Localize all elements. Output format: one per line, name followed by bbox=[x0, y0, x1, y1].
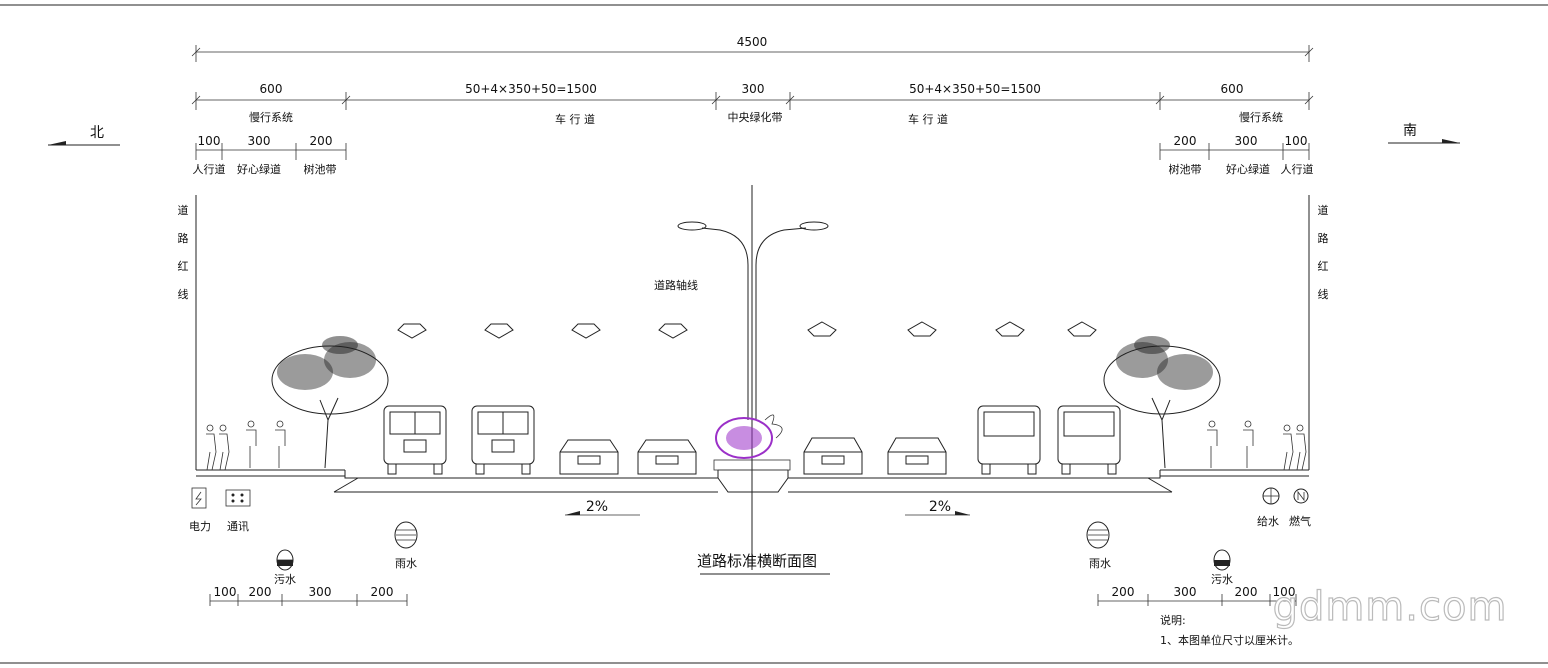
road-axis-label: 道路轴线 bbox=[654, 278, 698, 292]
left-red-line-label: 道 路 红 线 bbox=[178, 203, 189, 301]
total-dimension: 4500 bbox=[191, 35, 1314, 62]
lane-arrows-down bbox=[397, 323, 688, 339]
right-sub-dim-3: 100 bbox=[1285, 134, 1308, 148]
svg-text:线: 线 bbox=[178, 287, 189, 301]
car-4 bbox=[887, 437, 947, 475]
left-carriage-label: 车 行 道 bbox=[555, 112, 595, 126]
svg-text:100: 100 bbox=[1273, 585, 1296, 599]
right-sub-name-1: 树池带 bbox=[1169, 162, 1202, 176]
median-label: 中央绿化带 bbox=[728, 110, 783, 124]
bottom-left-dimensions: 100 200 300 200 bbox=[209, 585, 408, 606]
svg-text:路: 路 bbox=[178, 232, 189, 245]
car-3 bbox=[803, 437, 863, 475]
svg-text:200: 200 bbox=[249, 585, 272, 599]
svg-text:电力: 电力 bbox=[189, 520, 211, 533]
gas-utility: 燃气 bbox=[1289, 488, 1311, 528]
svg-text:红: 红 bbox=[1318, 260, 1329, 273]
svg-text:300: 300 bbox=[1174, 585, 1197, 599]
svg-text:燃气: 燃气 bbox=[1289, 514, 1311, 528]
bus-2 bbox=[471, 405, 535, 475]
bus-1 bbox=[383, 405, 447, 475]
svg-text:100: 100 bbox=[214, 585, 237, 599]
right-sub-dim-1: 200 bbox=[1174, 134, 1197, 148]
right-sub-name-2: 好心绿道 bbox=[1226, 162, 1270, 176]
left-tree bbox=[271, 336, 389, 469]
left-rain-pipe: 雨水 bbox=[394, 521, 418, 570]
left-sub-name-2: 好心绿道 bbox=[237, 162, 281, 176]
left-slope: 2% bbox=[565, 499, 640, 516]
water-utility: 给水 bbox=[1257, 487, 1280, 528]
right-sub-name-3: 人行道 bbox=[1281, 162, 1314, 176]
right-carriage-label: 车 行 道 bbox=[908, 112, 948, 126]
bottom-right-dimensions: 200 300 200 100 bbox=[1097, 585, 1297, 606]
median-shrub bbox=[713, 414, 791, 471]
svg-text:通讯: 通讯 bbox=[227, 520, 249, 533]
south-arrow: 南 bbox=[1388, 123, 1460, 144]
lane-arrows-up bbox=[807, 321, 1097, 337]
left-sub-name-1: 人行道 bbox=[193, 162, 226, 176]
drawing-title: 道路标准横断面图 bbox=[697, 552, 817, 570]
right-slope: 2% bbox=[905, 499, 970, 516]
notes-item-1: 1、本图单位尺寸以厘米计。 bbox=[1160, 633, 1299, 647]
svg-text:200: 200 bbox=[1235, 585, 1258, 599]
svg-text:道: 道 bbox=[1318, 203, 1329, 217]
svg-text:雨水: 雨水 bbox=[395, 557, 417, 570]
right-sewage-pipe: 污水 bbox=[1211, 549, 1233, 586]
svg-text:路: 路 bbox=[1318, 232, 1329, 245]
north-arrow: 北 bbox=[48, 125, 120, 146]
left-slow-system-label: 慢行系统 bbox=[249, 111, 293, 124]
south-label: 南 bbox=[1403, 123, 1417, 139]
right-side-width: 600 bbox=[1221, 82, 1244, 96]
power-utility: 电力 bbox=[189, 487, 211, 533]
left-sub-dim-3: 200 bbox=[310, 134, 333, 148]
bus-3 bbox=[977, 405, 1041, 475]
right-red-line-label: 道 路 红 线 bbox=[1318, 203, 1329, 301]
left-sub-dim-1: 100 bbox=[198, 134, 221, 148]
left-side-width: 600 bbox=[260, 82, 283, 96]
left-sub-dimensions: 100 300 200 人行道 好心绿道 树池带 bbox=[193, 134, 347, 176]
svg-text:给水: 给水 bbox=[1257, 515, 1279, 528]
left-sewage-pipe: 污水 bbox=[274, 549, 296, 586]
left-sub-name-3: 树池带 bbox=[304, 162, 337, 176]
svg-text:污水: 污水 bbox=[274, 573, 296, 586]
right-slow-system-label: 慢行系统 bbox=[1239, 111, 1283, 124]
right-pedestrians bbox=[1283, 424, 1307, 471]
right-sub-dimensions: 200 300 100 树池带 好心绿道 人行道 bbox=[1159, 134, 1314, 176]
median-width: 300 bbox=[742, 82, 765, 96]
notes-heading: 说明: bbox=[1160, 613, 1186, 627]
svg-text:雨水: 雨水 bbox=[1089, 557, 1111, 570]
svg-text:200: 200 bbox=[371, 585, 394, 599]
left-carriage-width: 50+4×350+50=1500 bbox=[465, 82, 597, 96]
right-rain-pipe: 雨水 bbox=[1086, 521, 1111, 570]
svg-text:200: 200 bbox=[1112, 585, 1135, 599]
right-sub-dim-2: 300 bbox=[1235, 134, 1258, 148]
segment-dimensions: 600 50+4×350+50=1500 300 50+4×350+50=150… bbox=[191, 82, 1314, 126]
svg-text:红: 红 bbox=[178, 260, 189, 273]
svg-text:道: 道 bbox=[178, 203, 189, 217]
car-2 bbox=[637, 439, 697, 475]
bus-4 bbox=[1057, 405, 1121, 475]
right-tree bbox=[1103, 336, 1221, 469]
north-label: 北 bbox=[90, 125, 104, 141]
svg-text:2%: 2% bbox=[586, 499, 608, 515]
right-cyclists bbox=[1207, 420, 1254, 468]
telecom-utility: 通讯 bbox=[225, 489, 251, 533]
total-width-label: 4500 bbox=[737, 35, 768, 49]
left-sub-dim-2: 300 bbox=[248, 134, 271, 148]
svg-text:2%: 2% bbox=[929, 499, 951, 515]
street-lamp bbox=[677, 221, 829, 420]
left-pedestrians bbox=[206, 424, 230, 471]
car-1 bbox=[559, 439, 619, 475]
svg-text:污水: 污水 bbox=[1211, 573, 1233, 586]
watermark: gdmm.com bbox=[1273, 584, 1508, 630]
svg-text:300: 300 bbox=[309, 585, 332, 599]
right-carriage-width: 50+4×350+50=1500 bbox=[909, 82, 1041, 96]
left-cyclists bbox=[246, 420, 286, 468]
svg-text:线: 线 bbox=[1318, 287, 1329, 301]
